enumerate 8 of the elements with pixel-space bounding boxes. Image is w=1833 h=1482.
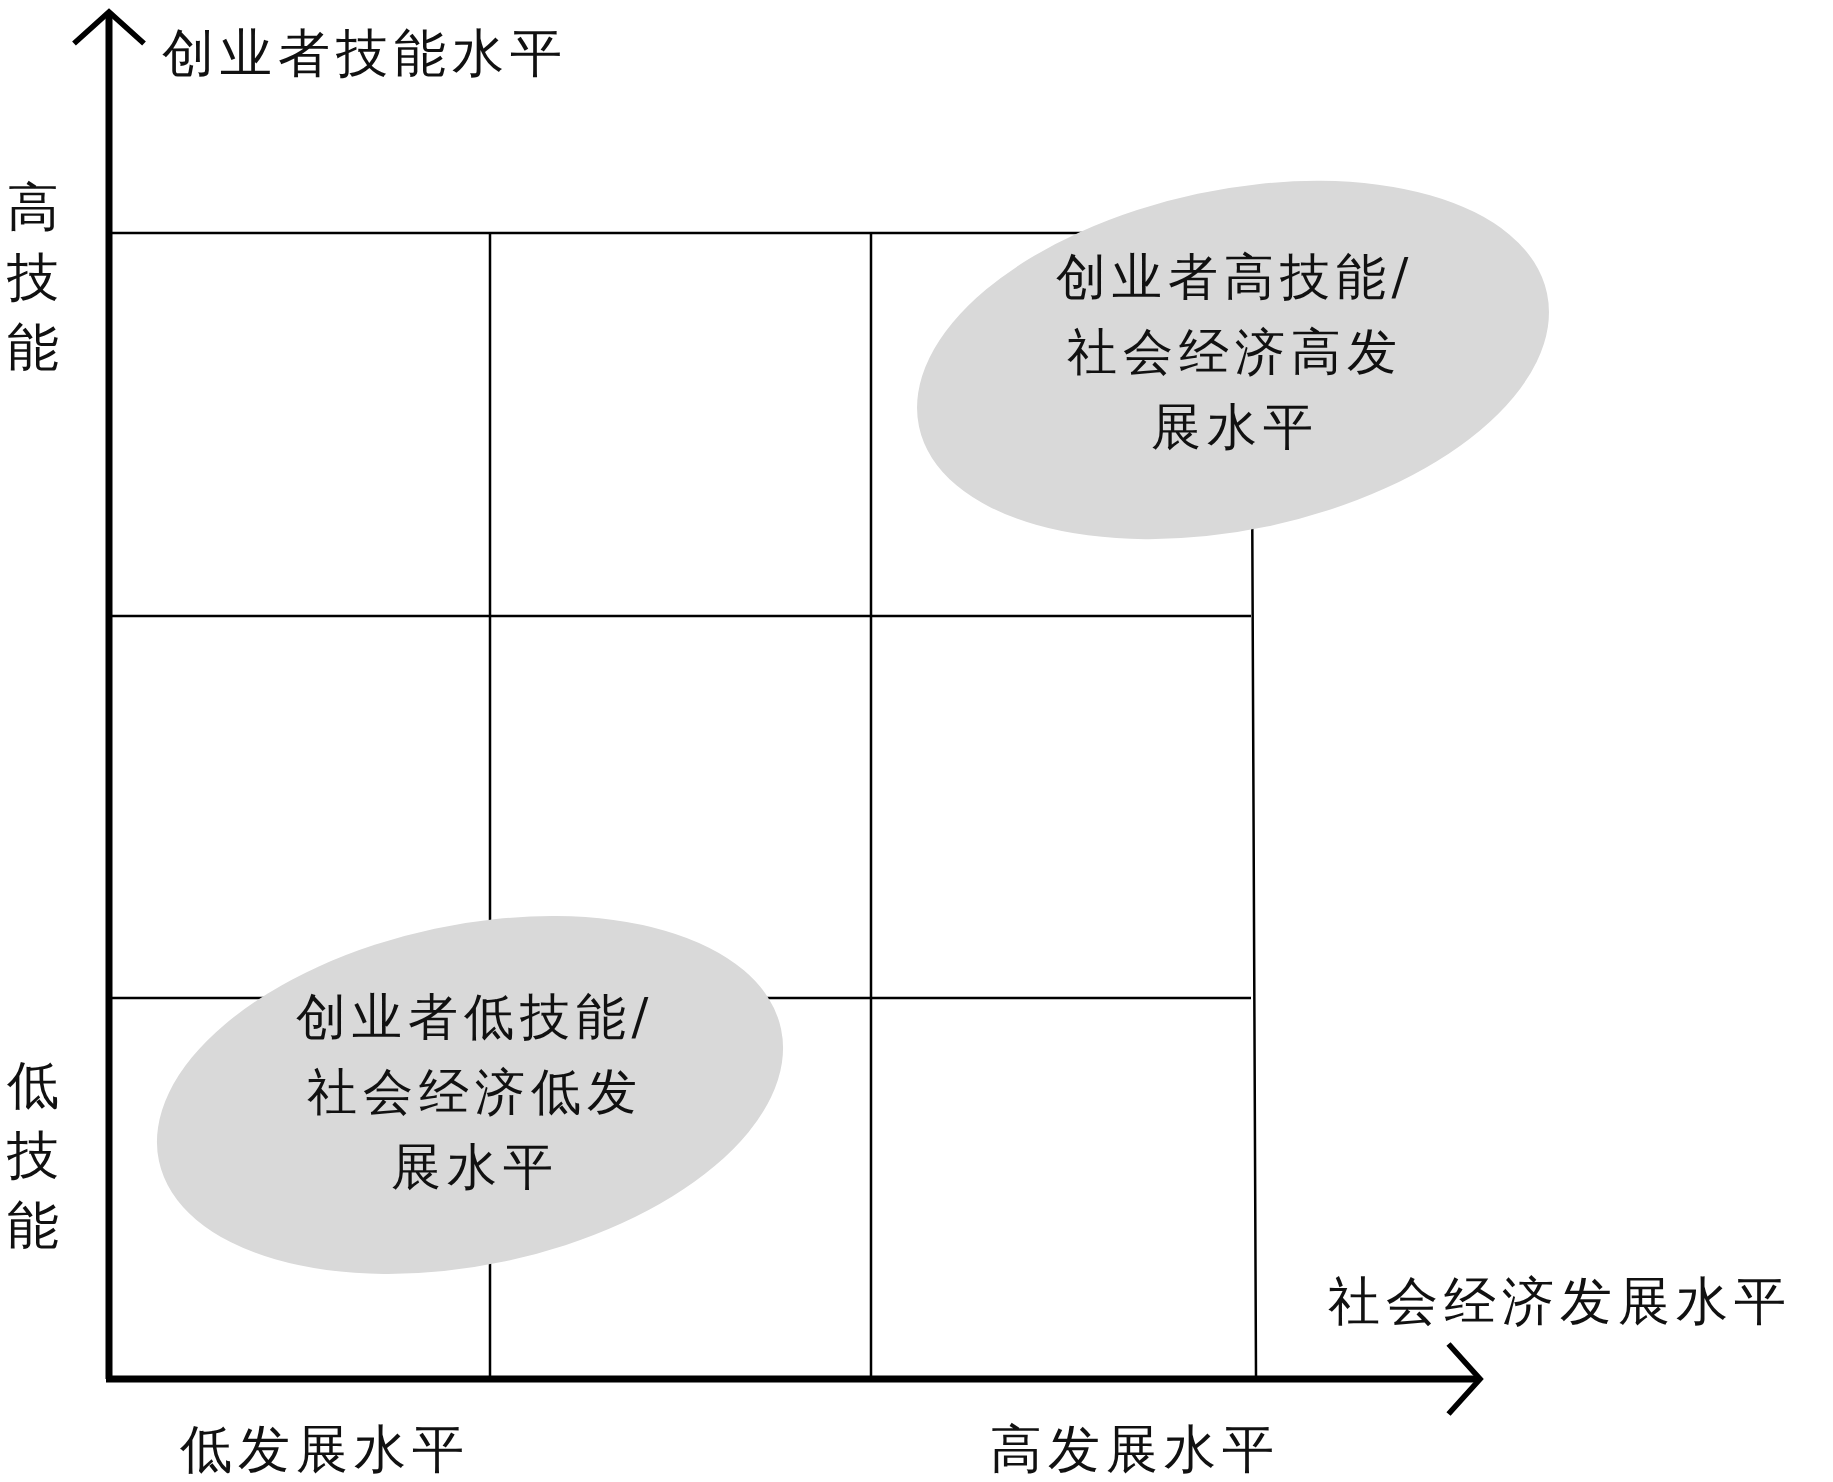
axis-level-label: 低技能 xyxy=(5,1054,60,1258)
axis-level-label: 高技能 xyxy=(5,176,60,380)
y-axis-title: 创业者技能水平 xyxy=(162,22,568,85)
region-label: 创业者高技能/社会经济高发展水平 xyxy=(1054,247,1416,458)
axis-level-label: 低发展水平 xyxy=(180,1418,470,1481)
region-label: 创业者低技能/社会经济低发展水平 xyxy=(294,987,656,1198)
x-axis-title: 社会经济发展水平 xyxy=(1328,1270,1792,1333)
axis-level-label: 高发展水平 xyxy=(990,1418,1280,1481)
